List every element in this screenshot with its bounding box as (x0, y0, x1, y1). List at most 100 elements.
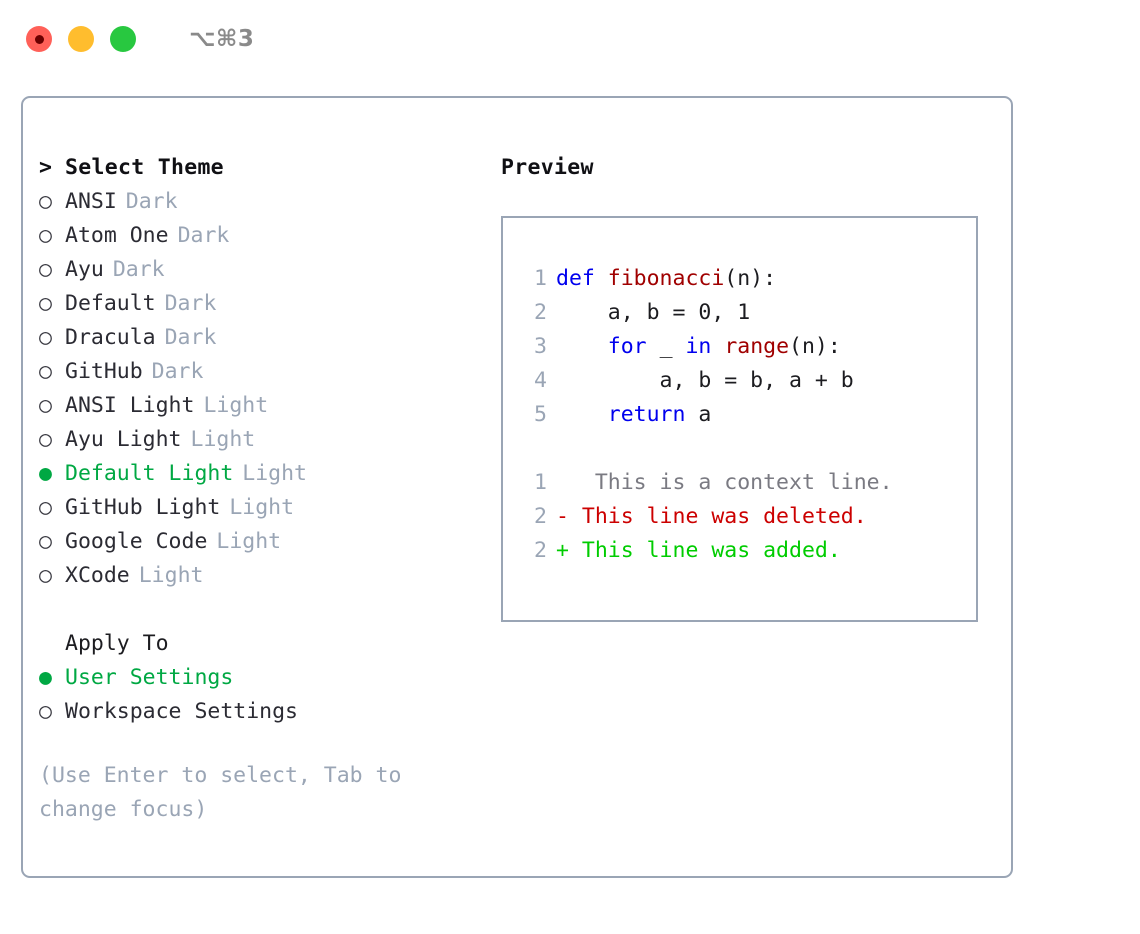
radio-unselected-icon[interactable]: ○ (39, 699, 52, 724)
theme-variant-badge: Dark (177, 223, 230, 248)
theme-list-item[interactable]: ○ GitHub Dark (39, 355, 479, 389)
line-number: 3 (534, 334, 547, 359)
theme-picker-header: > Select Theme (39, 151, 479, 185)
theme-list-item[interactable]: ○ Ayu Light Light (39, 423, 479, 457)
theme-name-label: ANSI (65, 189, 117, 214)
close-button-icon[interactable] (26, 26, 52, 52)
radio-selected-icon[interactable]: ● (39, 461, 52, 486)
code-token: return (607, 402, 686, 427)
line-number: 4 (534, 368, 547, 393)
diff-line: 2+ This line was added. (517, 534, 976, 568)
caret-icon: > (39, 155, 53, 180)
theme-variant-badge: Light (190, 427, 256, 452)
code-token: (n): (724, 266, 777, 291)
code-diff-separator (517, 432, 976, 466)
theme-variant-badge: Dark (112, 257, 165, 282)
radio-unselected-icon[interactable]: ○ (39, 325, 52, 350)
code-token: fibonacci (607, 266, 725, 291)
theme-list-item[interactable]: ○ Dracula Dark (39, 321, 479, 355)
radio-unselected-icon[interactable]: ○ (39, 427, 52, 452)
theme-variant-badge: Light (138, 563, 204, 588)
keyboard-hint: (Use Enter to select, Tab to change focu… (39, 763, 402, 822)
code-line: 2 a, b = 0, 1 (517, 296, 976, 330)
radio-unselected-icon[interactable]: ○ (39, 291, 52, 316)
theme-name-label: Ayu (65, 257, 104, 282)
code-token (556, 402, 608, 427)
list-spacer (39, 593, 479, 627)
theme-name-label: Dracula (65, 325, 156, 350)
theme-name-label: XCode (65, 563, 130, 588)
radio-unselected-icon[interactable]: ○ (39, 257, 52, 282)
line-number: 2 (534, 538, 547, 563)
diff-line: 1 This is a context line. (517, 466, 976, 500)
apply-to-list: ● User Settings ○ Workspace Settings (39, 661, 479, 729)
theme-name-label: Default Light (65, 461, 234, 486)
maximize-button-icon[interactable] (110, 26, 136, 52)
theme-list-item[interactable]: ● Default Light Light (39, 457, 479, 491)
code-line: 1 def fibonacci(n): (517, 262, 976, 296)
diff-marker: - (556, 504, 569, 529)
radio-unselected-icon[interactable]: ○ (39, 529, 52, 554)
theme-name-label: GitHub Light (65, 495, 221, 520)
code-token (556, 334, 608, 359)
theme-list-item[interactable]: ○ ANSI Light Light (39, 389, 479, 423)
code-token: (n): (789, 334, 841, 359)
page-title: Select Theme (65, 155, 224, 180)
radio-unselected-icon[interactable]: ○ (39, 393, 52, 418)
theme-list-item[interactable]: ○ ANSI Dark (39, 185, 479, 219)
theme-variant-badge: Light (203, 393, 269, 418)
apply-to-label: Workspace Settings (65, 699, 298, 724)
apply-to-option[interactable]: ○ Workspace Settings (39, 695, 479, 729)
theme-variant-badge: Dark (164, 291, 217, 316)
diff-sample: 1 This is a context line. 2- This line wa… (517, 466, 976, 568)
diff-text: This line was deleted. (568, 504, 867, 529)
apply-to-label: User Settings (65, 665, 234, 690)
line-number: 2 (534, 504, 547, 529)
code-token: _ (646, 334, 686, 359)
window-titlebar: ⌥⌘3 (0, 0, 1140, 78)
theme-name-label: GitHub (65, 359, 143, 384)
code-token: for (607, 334, 647, 359)
keyboard-shortcut-label: ⌥⌘3 (189, 26, 255, 52)
radio-unselected-icon[interactable]: ○ (39, 495, 52, 520)
minimize-button-icon[interactable] (68, 26, 94, 52)
diff-text: This is a context line. (568, 470, 893, 495)
theme-list-item[interactable]: ○ Ayu Dark (39, 253, 479, 287)
theme-variant-badge: Light (242, 461, 308, 486)
radio-unselected-icon[interactable]: ○ (39, 563, 52, 588)
code-token: a, b = 0, 1 (556, 300, 751, 325)
theme-list-item[interactable]: ○ XCode Light (39, 559, 479, 593)
window-controls (26, 26, 136, 52)
code-token: a, b = b, a + b (556, 368, 854, 393)
radio-unselected-icon[interactable]: ○ (39, 223, 52, 248)
theme-variant-badge: Dark (164, 325, 217, 350)
theme-variant-badge: Dark (125, 189, 178, 214)
theme-name-label: Ayu Light (65, 427, 182, 452)
code-line: 5 return a (517, 398, 976, 432)
preview-title: Preview (501, 155, 594, 180)
theme-name-label: Atom One (65, 223, 169, 248)
radio-selected-icon[interactable]: ● (39, 665, 52, 690)
radio-unselected-icon[interactable]: ○ (39, 359, 52, 384)
radio-unselected-icon[interactable]: ○ (39, 189, 52, 214)
theme-list-item[interactable]: ○ GitHub Light Light (39, 491, 479, 525)
diff-marker: + (556, 538, 569, 563)
apply-to-option[interactable]: ● User Settings (39, 661, 479, 695)
theme-variant-badge: Light (216, 529, 282, 554)
theme-list-item[interactable]: ○ Atom One Dark (39, 219, 479, 253)
line-number: 1 (534, 266, 547, 291)
theme-variant-badge: Dark (151, 359, 204, 384)
theme-name-label: ANSI Light (65, 393, 195, 418)
diff-marker (556, 470, 569, 495)
theme-variant-badge: Light (229, 495, 295, 520)
code-token: def (556, 266, 608, 291)
line-number: 2 (534, 300, 547, 325)
